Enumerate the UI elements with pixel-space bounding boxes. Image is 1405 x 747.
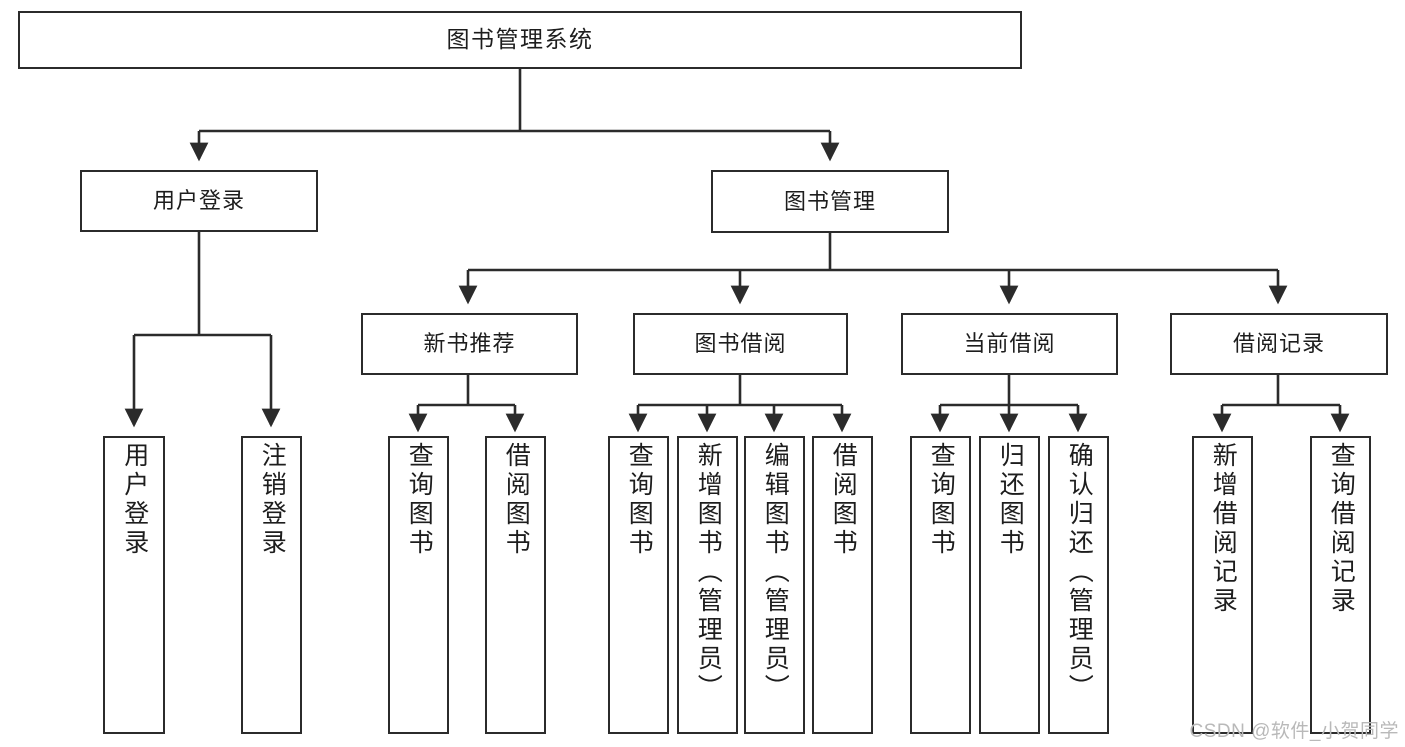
node-label: 用户登录 [120, 442, 149, 558]
leaf-logout[interactable]: 注销登录 [241, 436, 302, 734]
leaf-borrow-book[interactable]: 借阅图书 [812, 436, 873, 734]
node-label: 借阅图书 [829, 442, 858, 558]
node-label: 当前借阅 [963, 331, 1056, 357]
node-label: 图书管理系统 [446, 26, 594, 53]
watermark: CSDN @软件_小贺同学 [1189, 721, 1399, 742]
node-label: 查询图书 [927, 442, 956, 558]
leaf-query-book-current[interactable]: 查询图书 [910, 436, 971, 734]
node-label: 注销登录 [258, 442, 287, 558]
node-label: 归还图书 [996, 442, 1025, 558]
leaf-add-borrow-record[interactable]: 新增借阅记录 [1192, 436, 1253, 734]
node-root-system[interactable]: 图书管理系统 [18, 11, 1022, 69]
node-label: 查询借阅记录 [1327, 442, 1356, 616]
node-user-login[interactable]: 用户登录 [80, 170, 318, 232]
node-label: 借阅图书 [502, 442, 531, 558]
node-label: 查询图书 [405, 442, 434, 558]
node-book-borrow[interactable]: 图书借阅 [633, 313, 848, 375]
node-label: 图书借阅 [694, 331, 787, 357]
node-borrow-record[interactable]: 借阅记录 [1170, 313, 1388, 375]
node-new-book-recommend[interactable]: 新书推荐 [361, 313, 578, 375]
leaf-confirm-return-admin[interactable]: 确认归还（管理员） [1048, 436, 1109, 734]
node-label: 图书管理 [783, 188, 876, 214]
node-label: 新增借阅记录 [1209, 442, 1238, 616]
node-label: 新书推荐 [423, 331, 516, 357]
leaf-query-book[interactable]: 查询图书 [608, 436, 669, 734]
leaf-return-book[interactable]: 归还图书 [979, 436, 1040, 734]
node-label: 新增图书（管理员） [694, 442, 723, 703]
leaf-user-login[interactable]: 用户登录 [103, 436, 165, 734]
node-current-borrow[interactable]: 当前借阅 [901, 313, 1118, 375]
leaf-borrow-book-new[interactable]: 借阅图书 [485, 436, 546, 734]
node-label: 用户登录 [152, 188, 245, 214]
node-label: 编辑图书（管理员） [761, 442, 790, 703]
leaf-edit-book-admin[interactable]: 编辑图书（管理员） [744, 436, 805, 734]
leaf-query-borrow-record[interactable]: 查询借阅记录 [1310, 436, 1371, 734]
node-label: 确认归还（管理员） [1065, 442, 1094, 703]
leaf-add-book-admin[interactable]: 新增图书（管理员） [677, 436, 738, 734]
node-label: 借阅记录 [1232, 331, 1325, 357]
node-book-management[interactable]: 图书管理 [711, 170, 949, 233]
leaf-query-book-new[interactable]: 查询图书 [388, 436, 449, 734]
node-label: 查询图书 [625, 442, 654, 558]
